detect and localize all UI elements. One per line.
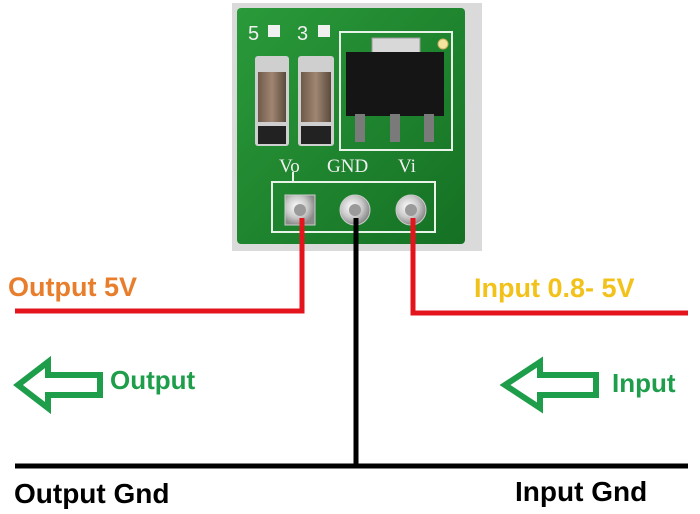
silk-square-left (268, 25, 280, 37)
output-5v-wire (15, 218, 305, 314)
capacitor-right (298, 56, 334, 146)
input-voltage-wire (410, 218, 688, 316)
output-gnd-label: Output Gnd (14, 478, 170, 509)
capacitor-left (255, 56, 289, 146)
input-gnd-label: Input Gnd (515, 476, 648, 507)
output-arrow-label: Output (110, 365, 196, 395)
left-arrow-outline-icon (13, 355, 103, 415)
pin-label-gnd: GND (327, 156, 368, 177)
pcb-board: 5 3 Vo GND Vi (237, 8, 465, 244)
silk-label-5: 5 (248, 23, 259, 45)
pin-label-vo: Vo (279, 156, 300, 177)
left-arrow-outline-icon (499, 356, 599, 414)
input-arrow-label: Input (612, 368, 676, 398)
output-voltage-label: Output 5V (8, 272, 137, 302)
pin-label-vi: Vi (398, 156, 416, 177)
silk-square-mid (318, 25, 330, 37)
input-voltage-label: Input 0.8- 5V (474, 273, 635, 303)
regulator-chip (346, 37, 444, 142)
silk-label-3: 3 (297, 23, 308, 45)
